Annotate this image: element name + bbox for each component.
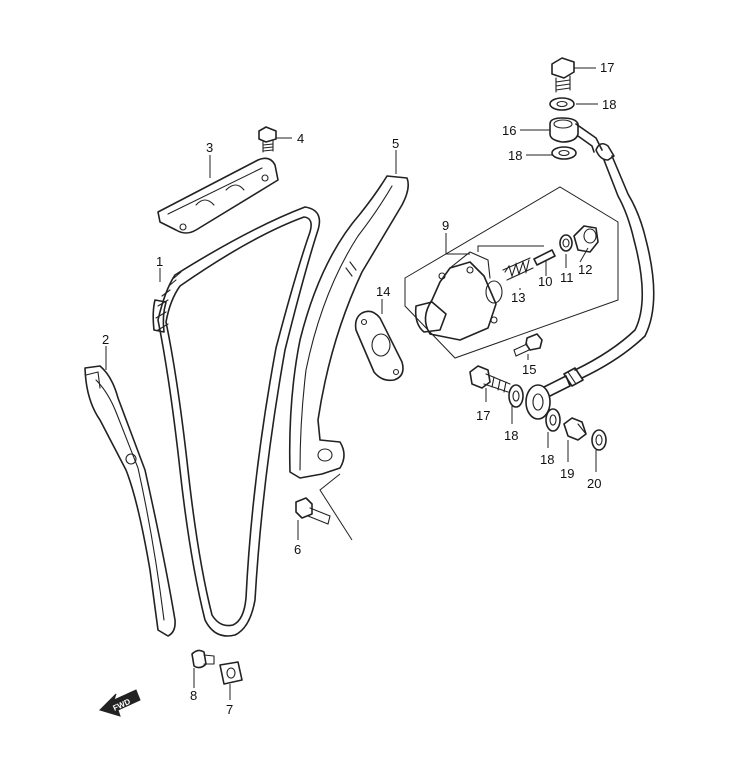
part-8-screw (191, 649, 215, 669)
callout-18-right: 18 (540, 452, 554, 467)
part-4-bolt (258, 126, 277, 153)
callout-12: 12 (578, 262, 592, 277)
part-2-chain-guide (84, 365, 176, 637)
callout-17-lower: 17 (476, 408, 490, 423)
callout-18-top: 18 (602, 97, 616, 112)
callout-20: 20 (587, 476, 601, 491)
callout-18-left: 18 (504, 428, 518, 443)
callout-16: 16 (502, 123, 516, 138)
part-18-washer-mid (551, 146, 577, 160)
part-20-washer (591, 429, 607, 451)
part-7-plate (219, 661, 243, 685)
banjo-fitting-lower (525, 375, 571, 420)
part-17-union-bolt-lower (469, 365, 511, 393)
callout-2: 2 (102, 332, 109, 347)
part-18-washer-top (549, 97, 575, 111)
part-15-bolt (513, 333, 543, 357)
callout-15: 15 (522, 362, 536, 377)
leader-lines (105, 67, 598, 700)
part-5-tensioner-arm (288, 175, 409, 479)
callout-5: 5 (392, 136, 399, 151)
oil-hose (563, 142, 655, 387)
callout-3: 3 (206, 140, 213, 155)
part-17-union-bolt-top (551, 57, 575, 93)
callout-17-top: 17 (600, 60, 614, 75)
part-9-tensioner-assembly (404, 186, 619, 359)
part-11-o-ring (559, 234, 573, 252)
callout-6: 6 (294, 542, 301, 557)
part-13-spring (502, 257, 534, 281)
callout-9: 9 (442, 218, 449, 233)
part-18-washer-right (545, 408, 561, 432)
callout-labels: 1 2 3 4 5 6 7 8 9 10 11 12 13 14 15 16 1… (102, 60, 616, 717)
callout-11: 11 (560, 270, 574, 285)
callout-19: 19 (560, 466, 574, 481)
part-19-plug (563, 417, 587, 441)
forward-arrow-icon (99, 689, 141, 717)
callout-13: 13 (511, 290, 525, 305)
callout-10: 10 (538, 274, 552, 289)
part-18-washer-left (508, 384, 524, 408)
part-16-banjo-fitting (549, 117, 603, 153)
part-3-top-guide (157, 157, 279, 234)
part-14-gasket (354, 310, 404, 382)
callout-18-mid: 18 (508, 148, 522, 163)
callout-4: 4 (297, 131, 304, 146)
part-12-cap (573, 225, 599, 253)
callout-14: 14 (376, 284, 390, 299)
callout-1: 1 (156, 254, 163, 269)
part-6-bolt (295, 473, 353, 541)
part-10-rod (533, 249, 556, 266)
fwd-direction-arrow: FWD (99, 689, 141, 717)
callout-7: 7 (226, 702, 233, 717)
callout-8: 8 (190, 688, 197, 703)
part-1-cam-chain (152, 206, 321, 637)
